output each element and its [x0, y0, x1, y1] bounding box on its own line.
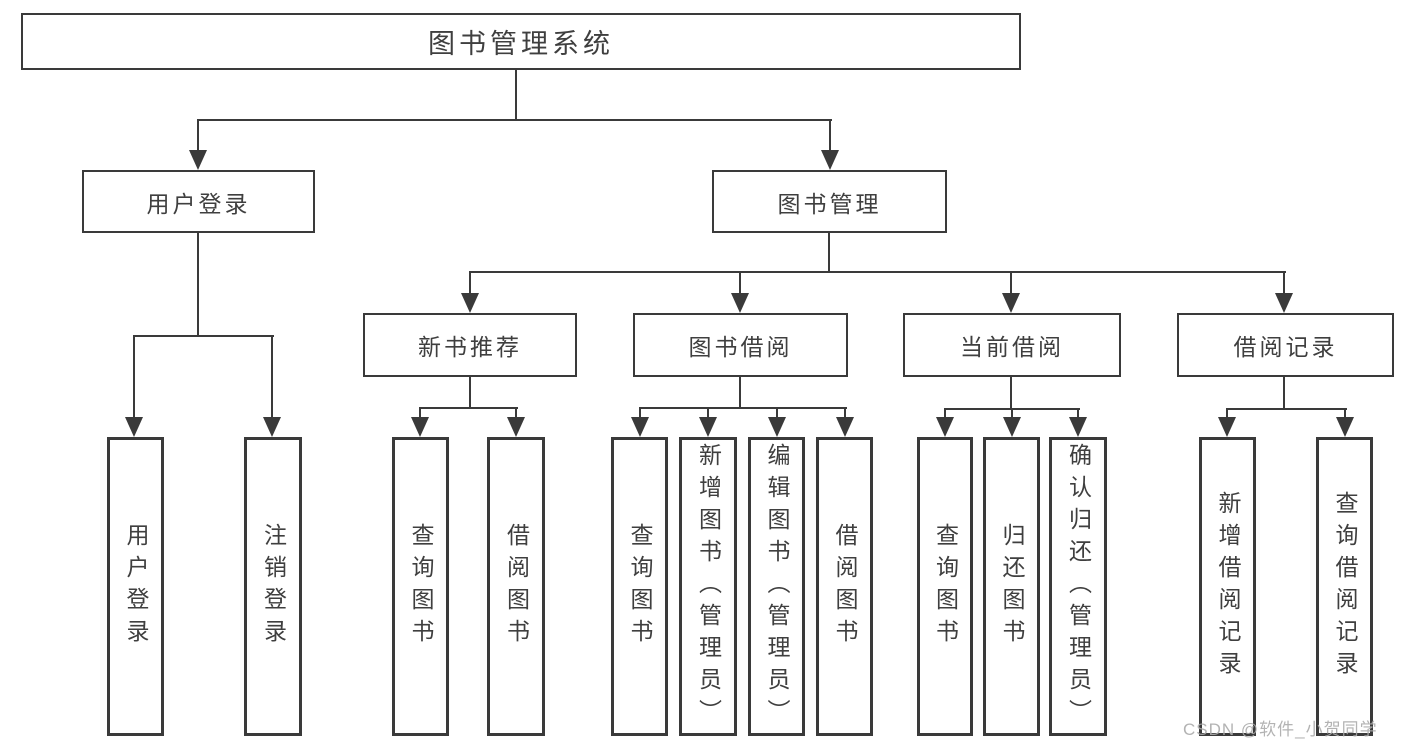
leaf-logout-login: 注销登录: [244, 437, 302, 736]
arrow-down-icon: [1002, 293, 1020, 313]
arrow-down-icon: [936, 417, 954, 437]
connector-line: [469, 377, 471, 409]
connector-line: [828, 233, 830, 273]
connector-line: [707, 407, 709, 419]
connector-line: [197, 119, 832, 121]
arrow-down-icon: [507, 417, 525, 437]
leaf-user-login: 用户登录: [107, 437, 164, 736]
leaf-borrow-books-2: 借阅图书: [816, 437, 873, 736]
arrow-down-icon: [1336, 417, 1354, 437]
leaf-add-borrow-record: 新增借阅记录: [1199, 437, 1256, 736]
connector-line: [1226, 408, 1347, 410]
arrow-down-icon: [189, 150, 207, 170]
connector-line: [469, 271, 1286, 273]
connector-line: [271, 335, 273, 420]
connector-line: [1010, 377, 1012, 410]
connector-line: [1283, 377, 1285, 410]
node-book-borrow: 图书借阅: [633, 313, 848, 377]
arrow-down-icon: [731, 293, 749, 313]
arrow-down-icon: [411, 417, 429, 437]
connector-line: [844, 407, 846, 419]
arrow-down-icon: [836, 417, 854, 437]
connector-line: [419, 407, 421, 419]
node-user-login: 用户登录: [82, 170, 315, 233]
connector-line: [133, 335, 274, 337]
leaf-add-books-admin: 新增图书（管理员）: [679, 437, 737, 736]
arrow-down-icon: [699, 417, 717, 437]
connector-line: [419, 407, 518, 409]
connector-line: [1344, 408, 1346, 419]
leaf-query-borrow-record: 查询借阅记录: [1316, 437, 1373, 736]
connector-line: [515, 407, 517, 419]
leaf-return-books: 归还图书: [983, 437, 1040, 736]
arrow-down-icon: [1003, 417, 1021, 437]
node-new-book-recommend: 新书推荐: [363, 313, 577, 377]
leaf-borrow-books-1: 借阅图书: [487, 437, 545, 736]
connector-line: [1283, 271, 1285, 295]
node-borrow-records: 借阅记录: [1177, 313, 1394, 377]
connector-line: [1226, 408, 1228, 419]
connector-line: [1011, 408, 1013, 419]
connector-line: [829, 119, 831, 152]
connector-line: [739, 377, 741, 409]
leaf-edit-books-admin: 编辑图书（管理员）: [748, 437, 805, 736]
arrow-down-icon: [1069, 417, 1087, 437]
leaf-query-books-3: 查询图书: [917, 437, 973, 736]
leaf-query-books-1: 查询图书: [392, 437, 449, 736]
arrow-down-icon: [821, 150, 839, 170]
connector-line: [639, 407, 847, 409]
arrow-down-icon: [461, 293, 479, 313]
arrow-down-icon: [1218, 417, 1236, 437]
connector-line: [944, 408, 946, 419]
arrow-down-icon: [125, 417, 143, 437]
connector-line: [1077, 408, 1079, 419]
connector-line: [776, 407, 778, 419]
connector-line: [197, 119, 199, 152]
connector-line: [639, 407, 641, 419]
connector-line: [739, 271, 741, 295]
arrow-down-icon: [768, 417, 786, 437]
arrow-down-icon: [631, 417, 649, 437]
connector-line: [515, 69, 517, 120]
arrow-down-icon: [1275, 293, 1293, 313]
node-current-borrow: 当前借阅: [903, 313, 1121, 377]
node-root-system: 图书管理系统: [21, 13, 1021, 70]
watermark: CSDN @软件_小贺同学: [1183, 720, 1378, 739]
arrow-down-icon: [263, 417, 281, 437]
connector-line: [197, 233, 199, 337]
connector-line: [1010, 271, 1012, 295]
leaf-query-books-2: 查询图书: [611, 437, 668, 736]
leaf-confirm-return-admin: 确认归还（管理员）: [1049, 437, 1107, 736]
node-book-management: 图书管理: [712, 170, 947, 233]
connector-line: [469, 271, 471, 295]
connector-line: [133, 335, 135, 420]
